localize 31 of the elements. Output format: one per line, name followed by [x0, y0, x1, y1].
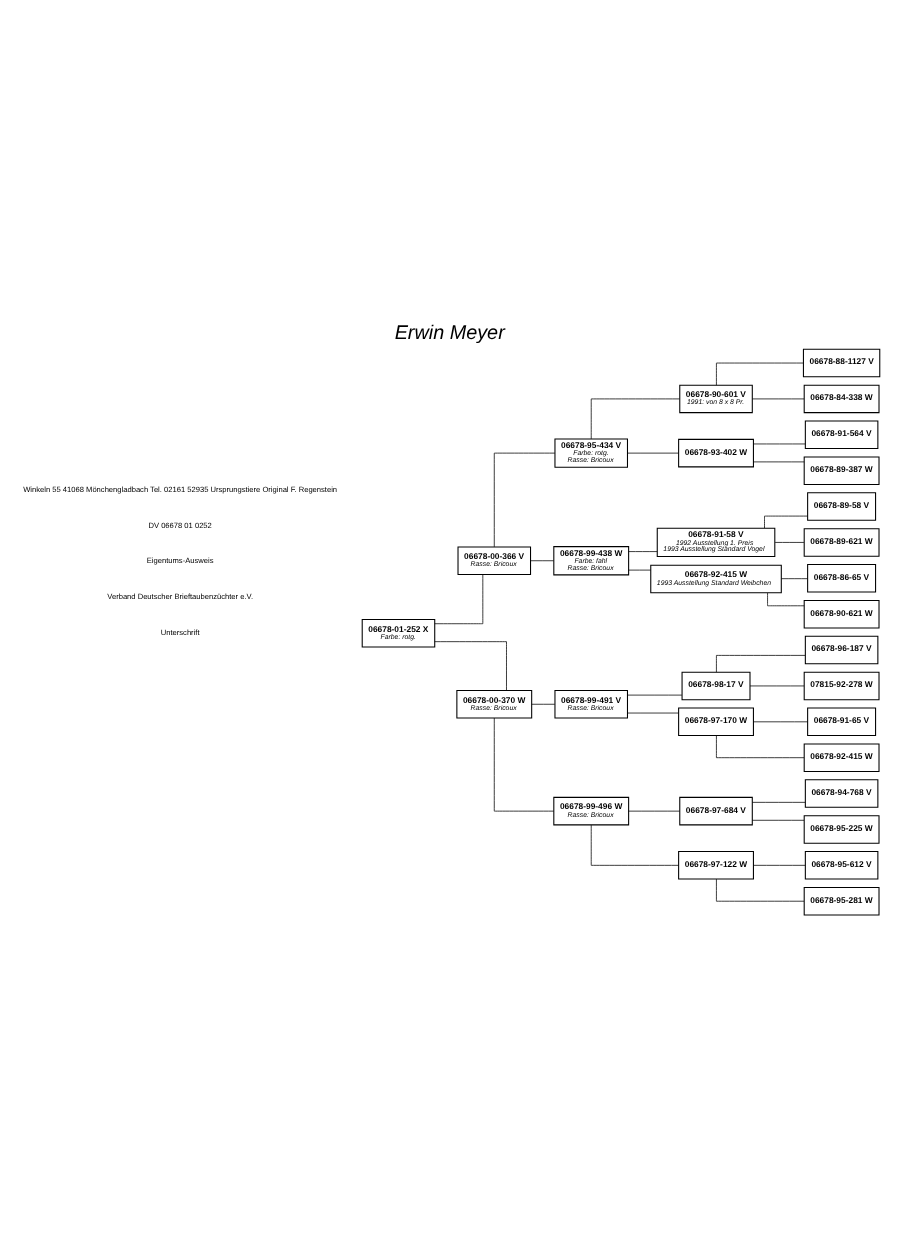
connector: [627, 693, 683, 695]
connector: [753, 863, 806, 865]
diagram-title: Erwin Meyer: [394, 322, 505, 345]
connector: [627, 451, 679, 453]
connector: [751, 818, 805, 820]
connector: [434, 573, 484, 624]
connector: [781, 577, 808, 579]
connector: [628, 550, 658, 551]
connector: [751, 397, 805, 399]
connector: [590, 823, 679, 865]
connector: [628, 568, 651, 570]
connector: [590, 397, 680, 439]
connector: [493, 451, 556, 547]
connector: [716, 734, 805, 758]
connector: [493, 716, 555, 811]
connector: [716, 654, 806, 672]
connector: [716, 361, 804, 385]
connector: [753, 442, 806, 444]
connector: [716, 877, 805, 901]
connector: [530, 559, 555, 561]
connector: [753, 460, 805, 462]
connector: [749, 684, 805, 686]
connector: [531, 702, 556, 704]
connector: [774, 541, 805, 542]
connector: [767, 591, 805, 606]
connector: [753, 720, 808, 722]
connector: [434, 640, 507, 690]
connector: [751, 800, 806, 802]
connector: [628, 809, 681, 811]
connector: [627, 711, 679, 713]
connector: [764, 514, 808, 528]
